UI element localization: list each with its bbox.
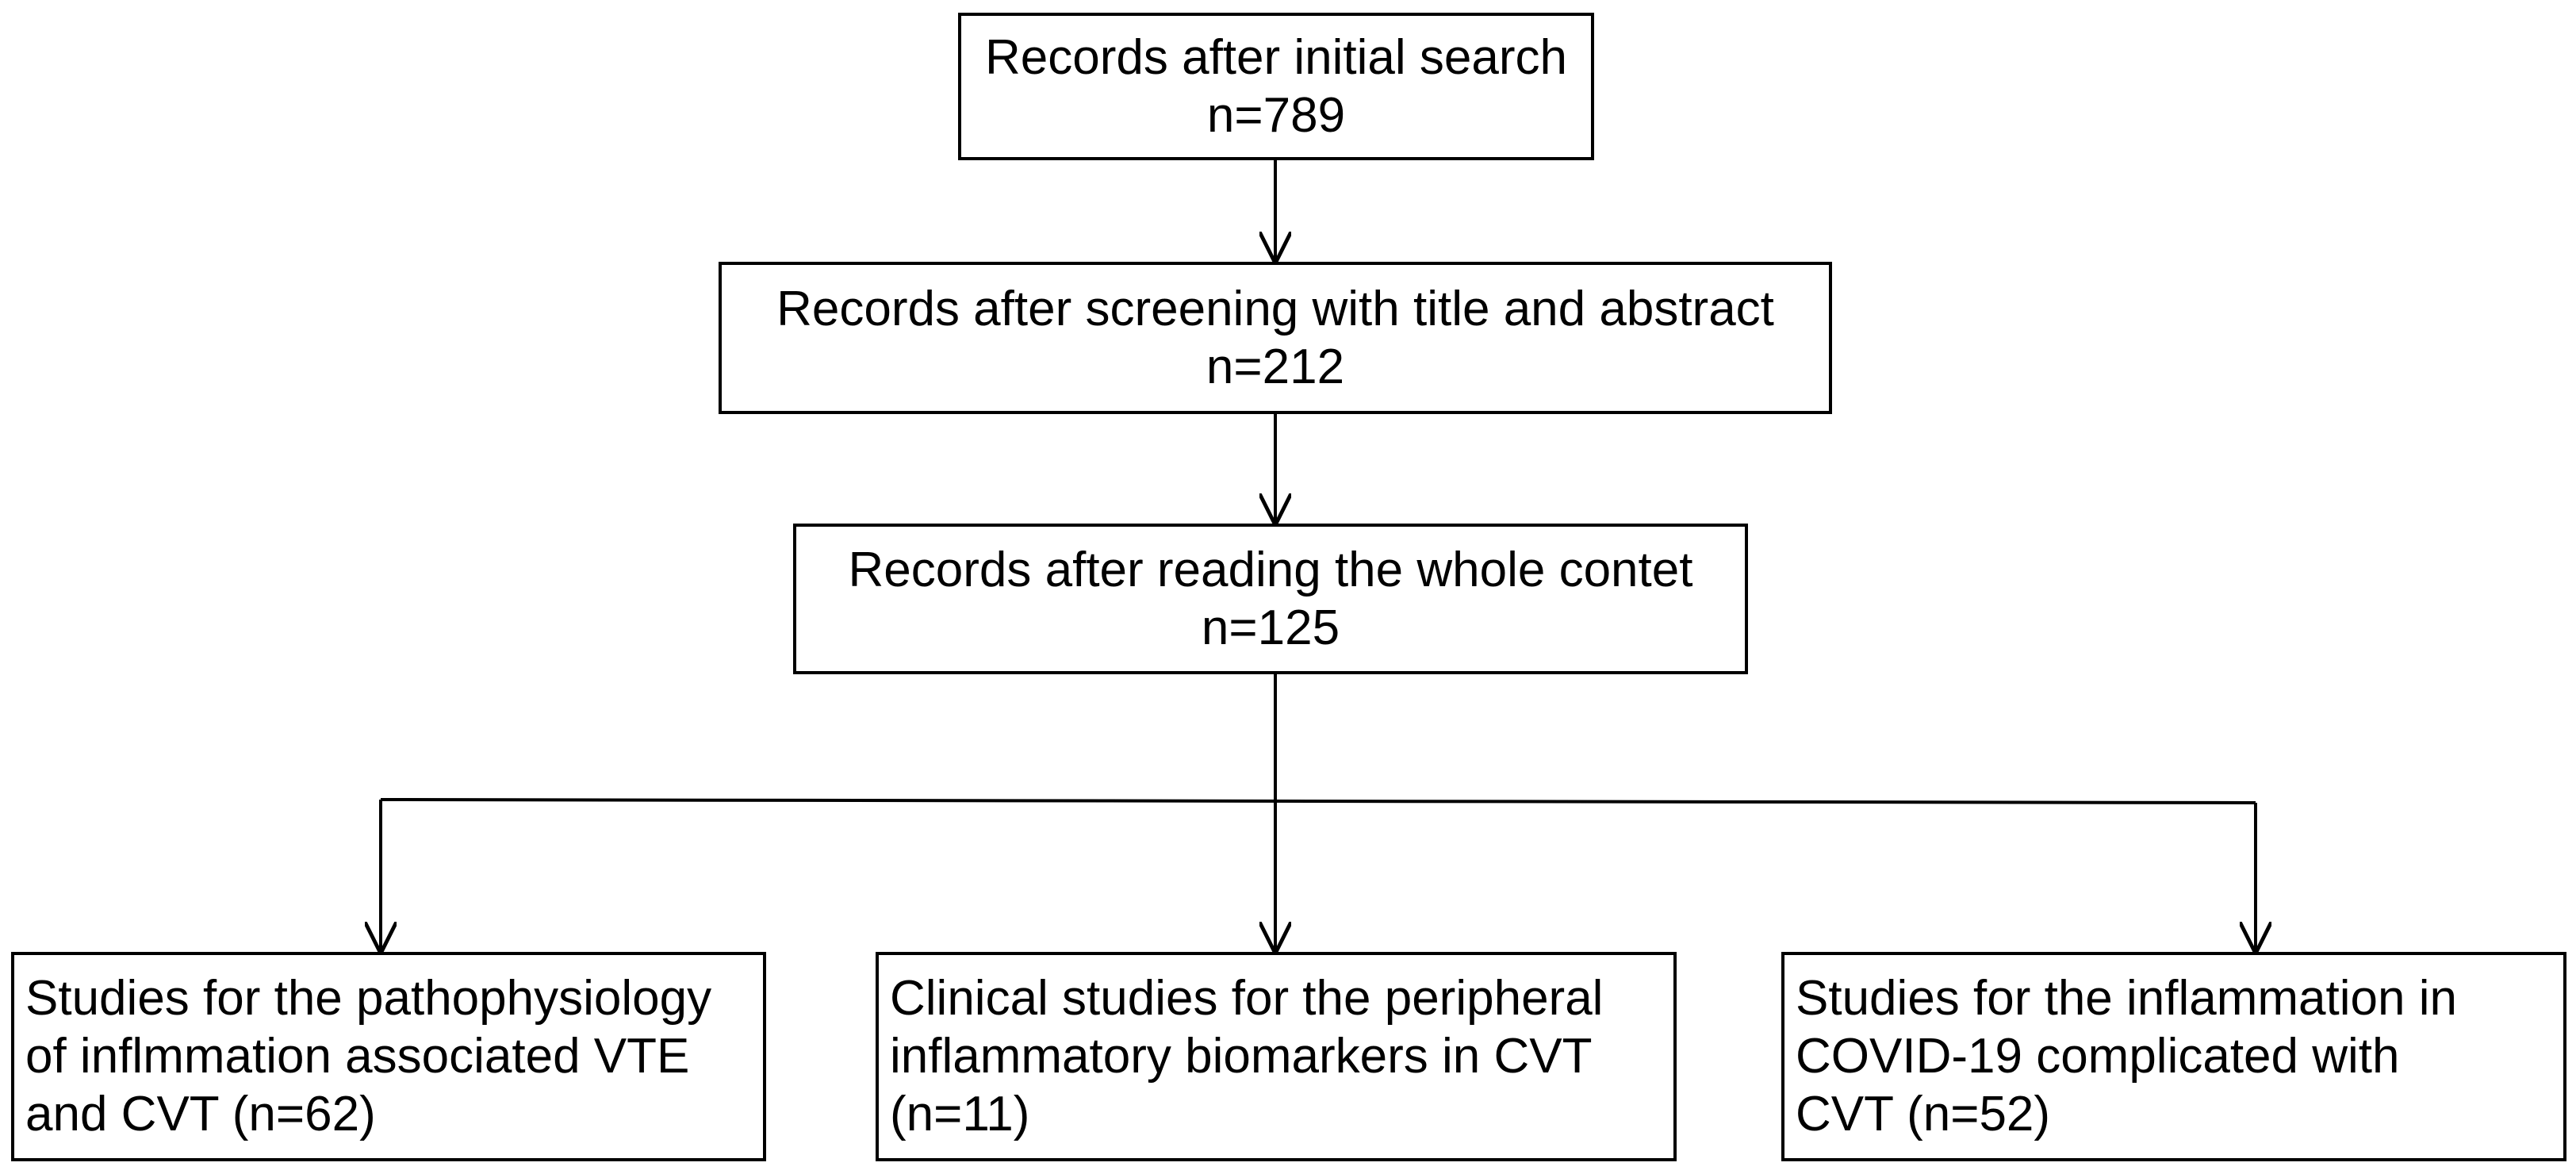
- screening-box: Records after screening with title and a…: [719, 262, 1832, 414]
- clinical-studies-box: Clinical studies for the peripheral infl…: [876, 952, 1677, 1161]
- covid-line-1: Studies for the inflammation in: [1796, 971, 2457, 1026]
- initial-search-box: Records after initial search n=789: [958, 13, 1594, 160]
- covid-studies-box: Studies for the inflammation in COVID-19…: [1781, 952, 2566, 1161]
- pathophysiology-line-1: Studies for the pathophysiology: [25, 971, 712, 1026]
- initial-search-count: n=789: [1206, 88, 1346, 143]
- clinical-line-3: (n=11): [890, 1087, 1030, 1142]
- covid-line-2: COVID-19 complicated with: [1796, 1029, 2400, 1084]
- pathophysiology-studies-box: Studies for the pathophysiology of inflm…: [11, 952, 766, 1161]
- clinical-line-1: Clinical studies for the peripheral: [890, 971, 1604, 1026]
- full-text-count: n=125: [1201, 600, 1340, 655]
- screening-count: n=212: [1206, 340, 1345, 394]
- connector-branch-bar: [380, 798, 2256, 804]
- screening-label: Records after screening with title and a…: [776, 281, 1774, 336]
- full-text-box: Records after reading the whole contet n…: [793, 524, 1748, 674]
- clinical-line-2: inflammatory biomarkers in CVT: [890, 1029, 1593, 1084]
- covid-line-3: CVT (n=52): [1796, 1087, 2051, 1142]
- initial-search-label: Records after initial search: [985, 29, 1567, 85]
- pathophysiology-line-3: and CVT (n=62): [25, 1087, 376, 1142]
- pathophysiology-line-2: of inflmmation associated VTE: [25, 1029, 690, 1084]
- full-text-label: Records after reading the whole contet: [848, 542, 1693, 597]
